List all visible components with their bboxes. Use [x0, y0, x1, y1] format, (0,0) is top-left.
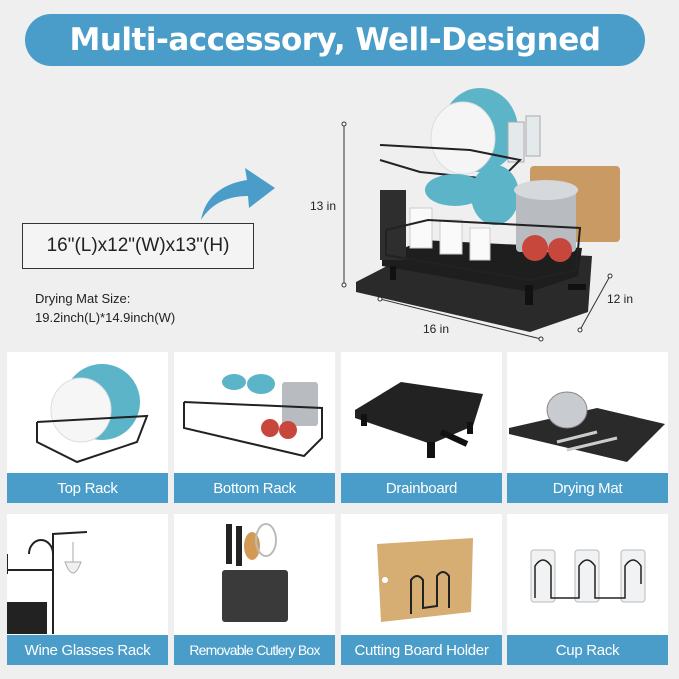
tile-drying-mat: Drying Mat — [507, 352, 668, 503]
title-banner: Multi-accessory, Well-Designed — [25, 14, 645, 66]
tile-removable-cutlery-box: Removable Cutlery Box — [174, 514, 335, 665]
tile-label: Wine Glasses Rack — [7, 635, 168, 665]
tile-drainboard: Drainboard — [341, 352, 502, 503]
width-dimension-label: 12 in — [607, 292, 634, 306]
tile-cup-rack: Cup Rack — [507, 514, 668, 665]
cup-rack-image — [530, 549, 646, 603]
drying-mat-image — [509, 391, 665, 462]
tile-cutting-board-holder: Cutting Board Holder — [341, 514, 502, 665]
drying-mat-size: Drying Mat Size: 19.2inch(L)*14.9inch(W) — [35, 291, 176, 325]
curved-arrow-icon — [201, 168, 275, 220]
cutlery-box-image — [222, 523, 288, 622]
wine-glasses-rack-image — [7, 531, 88, 634]
tile-label: Removable Cutlery Box — [174, 635, 335, 665]
tile-label: Drying Mat — [507, 473, 668, 503]
tile-label: Bottom Rack — [174, 473, 335, 503]
bottom-rack-image — [183, 374, 323, 458]
tile-label: Cutting Board Holder — [341, 635, 502, 665]
overall-dimensions: 16"(L)x12"(W)x13"(H) — [22, 223, 254, 269]
banner-title: Multi-accessory, Well-Designed — [69, 22, 601, 58]
height-dimension-label: 13 in — [310, 199, 337, 213]
tile-label: Top Rack — [7, 473, 168, 503]
dish-rack-product-image — [341, 88, 620, 342]
drainboard-image — [355, 382, 483, 458]
top-rack-image — [36, 364, 149, 464]
length-dimension-label: 16 in — [423, 322, 450, 336]
tile-wine-glasses-rack: Wine Glasses Rack — [7, 514, 168, 665]
cutting-board-holder-image — [377, 538, 473, 622]
tile-label: Cup Rack — [507, 635, 668, 665]
tile-bottom-rack: Bottom Rack — [174, 352, 335, 503]
tile-label: Drainboard — [341, 473, 502, 503]
tile-top-rack: Top Rack — [7, 352, 168, 503]
